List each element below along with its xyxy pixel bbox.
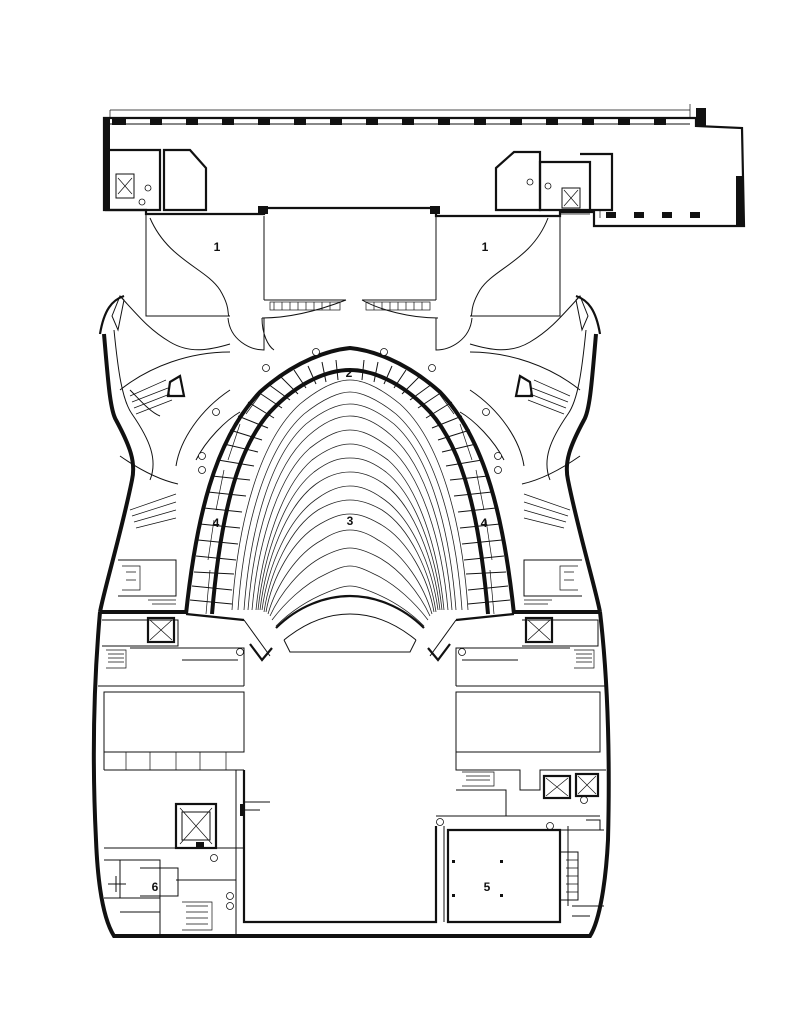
auditorium-shell [184, 345, 516, 657]
outer-envelope-right [514, 294, 602, 613]
label-side-right: 4 [481, 516, 488, 530]
label-side-left: 4 [213, 516, 220, 530]
room-labels: 1 1 2 3 4 4 5 6 [152, 240, 491, 894]
side-boxes [175, 359, 525, 615]
seating-rows [231, 379, 469, 653]
door-markers [198, 348, 588, 910]
label-foyer-right: 1 [482, 240, 489, 254]
front-wing [102, 104, 746, 228]
foyer-right [435, 216, 581, 391]
label-foyer-left: 1 [214, 240, 221, 254]
backstage-block [91, 610, 611, 938]
label-auditorium: 3 [347, 514, 354, 528]
outer-envelope-left [98, 294, 186, 613]
entrance-hall [261, 216, 439, 319]
label-rear-aisle: 2 [346, 366, 353, 380]
label-room-right: 5 [484, 880, 491, 894]
foyer-left [119, 214, 275, 391]
label-room-left: 6 [152, 880, 159, 894]
